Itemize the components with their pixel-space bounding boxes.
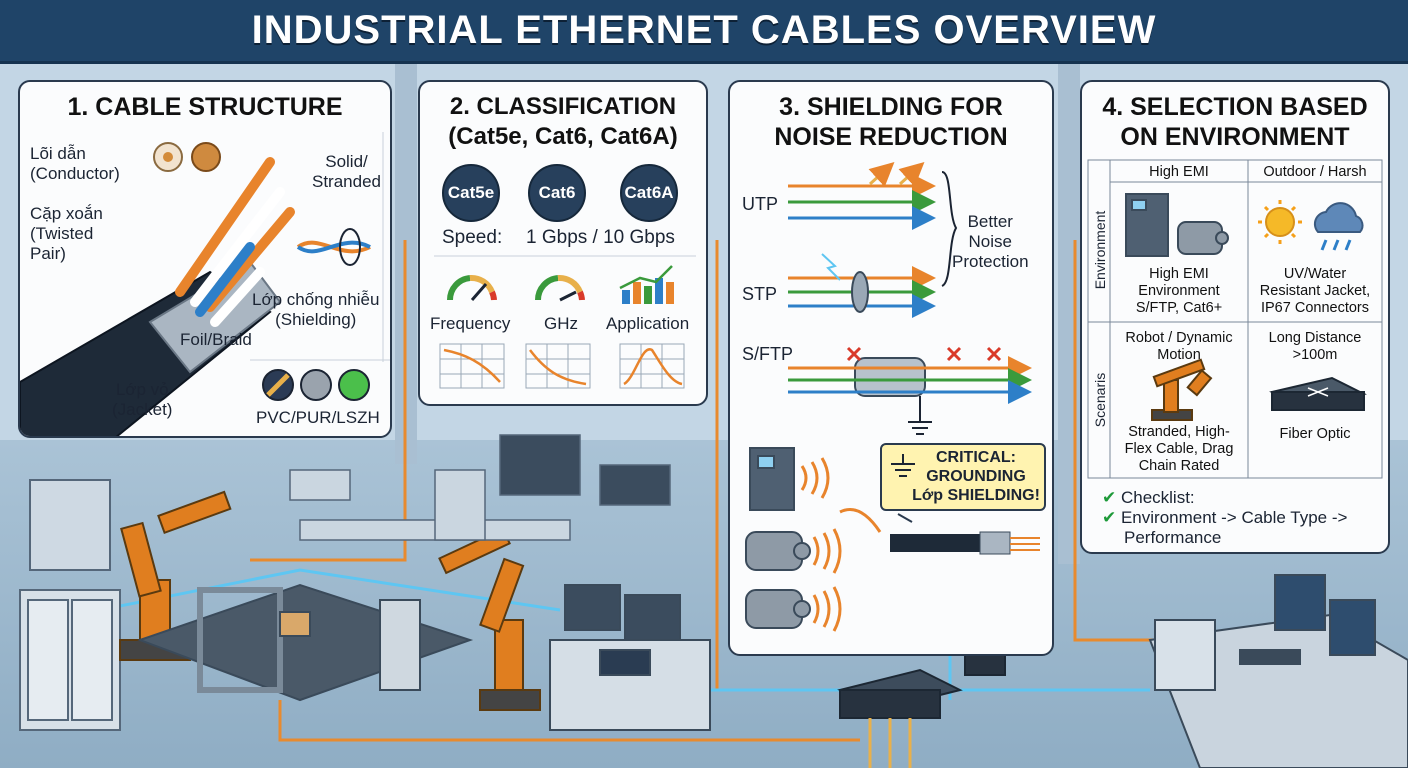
noise-blocked-x-icons <box>846 346 1002 362</box>
frequency-gauge-icon <box>446 274 497 301</box>
utp-label: UTP <box>742 194 778 214</box>
classification-graphics <box>434 255 696 389</box>
check-icon: ✔ <box>1102 508 1121 527</box>
checklist-title: ✔ Checklist: <box>1102 488 1195 507</box>
vfd-drive-icon <box>749 447 795 511</box>
cat5e-badge: Cat5e <box>442 164 500 222</box>
pur-swatch-icon <box>300 369 332 401</box>
background-machines <box>289 434 671 541</box>
solid-stranded-label: Solid/Stranded <box>312 152 381 191</box>
twisted-pair-wires <box>175 157 295 327</box>
application-bars-icon <box>619 265 674 304</box>
title-bar: INDUSTRIAL ETHERNET CABLES OVERVIEW <box>0 0 1408 64</box>
conductor-label: Lõi dẫn(Conductor) <box>30 144 120 183</box>
speed-label: Speed: <box>442 227 503 248</box>
cat6-badge: Cat6 <box>528 164 586 222</box>
fiber-optic-text: Fiber Optic <box>1279 426 1351 442</box>
materials-label: PVC/PUR/LSZH <box>256 408 380 427</box>
panel-2-title: 2. CLASSIFICATION(Cat5e, Cat6, Cat6A) <box>448 93 678 150</box>
speed-value: 1 Gbps / 10 Gbps <box>526 227 675 248</box>
conductor-stranded-icon <box>191 142 221 172</box>
stp-label: STP <box>742 284 778 304</box>
motor-icon-1 <box>745 531 811 571</box>
stp-signal-arrows <box>788 266 936 318</box>
check-icon: ✔ <box>1102 488 1121 507</box>
workstation-right <box>1148 574 1408 768</box>
row-head-scenaris: Scenaris <box>1092 372 1108 428</box>
robot-arm-icon <box>1151 358 1213 421</box>
utp-signal-arrows <box>788 161 936 230</box>
ghz-gauge-icon <box>534 274 585 302</box>
page-title: INDUSTRIAL ETHERNET CABLES OVERVIEW <box>251 8 1157 52</box>
sftp-label: S/FTP <box>742 344 794 364</box>
ground-symbol-icon <box>891 454 915 477</box>
application-label: Application <box>606 314 690 333</box>
conveyor-belt <box>137 583 474 702</box>
panel-classification: 2. CLASSIFICATION(Cat5e, Cat6, Cat6A) Ca… <box>418 80 708 406</box>
fiber-switch-icon <box>1269 376 1367 411</box>
shielding-label: Lớp chống nhiễu(Shielding) <box>252 290 380 329</box>
shielding-diagram <box>745 161 1040 632</box>
cable-cutaway-illustration <box>20 132 390 436</box>
em-waves-icon <box>800 457 882 632</box>
control-cabinet-left <box>19 479 121 731</box>
twist-icon <box>296 228 371 266</box>
sun-icon <box>1258 200 1302 244</box>
jacket-label: Lớp vỏ(Jacket) <box>112 380 173 419</box>
frequency-label: Frequency <box>430 314 511 333</box>
operator-console <box>549 584 711 731</box>
motor-icon-2 <box>745 589 811 629</box>
drive-cabinet-icon <box>1125 193 1169 257</box>
ghz-label: GHz <box>544 314 578 333</box>
row-head-environment: Environment <box>1092 210 1108 290</box>
checklist-line: ✔ Environment -> Cable Type ->Performanc… <box>1102 508 1348 547</box>
cat6a-badge: Cat6A <box>620 164 678 222</box>
shielded-cable-icon <box>890 531 1040 555</box>
panel-cable-structure: 1. CABLE STRUCTURE Lõi dẫn(Cond <box>18 80 392 438</box>
lszh-swatch-icon <box>338 369 370 401</box>
foil-braid-label: Foil/Braid <box>180 330 252 349</box>
sftp-cable-icon <box>788 356 1032 435</box>
panel-1-title: 1. CABLE STRUCTURE <box>67 93 343 121</box>
col-head-high-emi: High EMI <box>1149 164 1209 180</box>
network-switch-center <box>837 668 963 768</box>
robot-arm-center <box>438 527 541 711</box>
col-head-outdoor: Outdoor / Harsh <box>1263 164 1367 180</box>
rain-cloud-icon <box>1313 202 1364 251</box>
long-distance-head: Long Distance>100m <box>1268 330 1362 363</box>
selection-grid <box>1087 159 1383 479</box>
servo-motor-icon <box>1177 221 1229 255</box>
stp-shield-disc-icon <box>851 271 869 313</box>
